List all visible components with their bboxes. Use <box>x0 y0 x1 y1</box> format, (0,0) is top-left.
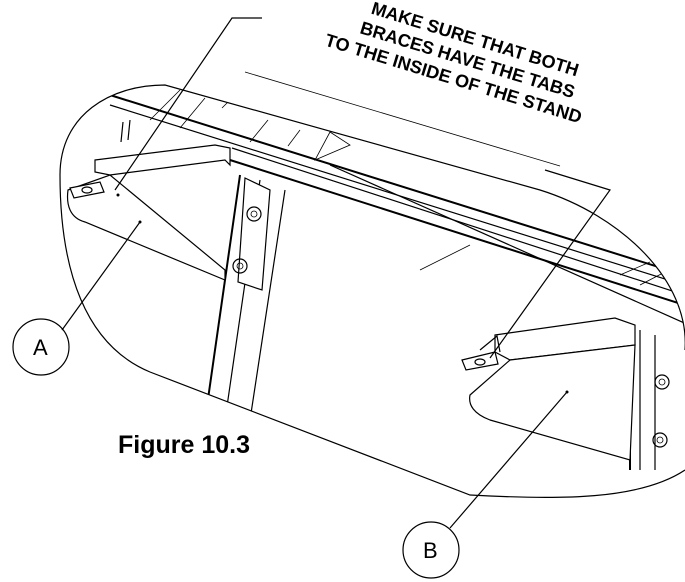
label-a: A <box>12 221 141 376</box>
callout-rule <box>244 71 561 167</box>
left-leg <box>204 174 241 421</box>
detail-view-outline-bottom <box>59 174 685 499</box>
callout-note: MAKE SURE THAT BOTH BRACES HAVE THE TABS… <box>323 0 585 127</box>
callout-leader-left <box>114 17 262 191</box>
figure-caption: Figure 10.3 <box>118 431 250 459</box>
svg-text:A: A <box>33 335 48 360</box>
callout-leader-right <box>489 169 611 359</box>
detail-view-outline <box>59 84 685 350</box>
bolt-lower <box>232 258 248 274</box>
brace-b <box>461 317 636 461</box>
bolt-upper <box>246 206 262 222</box>
label-b: B <box>402 391 568 579</box>
svg-text:B: B <box>423 538 438 563</box>
stand-drawing <box>66 89 685 470</box>
brace-a <box>66 144 231 281</box>
top-rail <box>109 94 685 281</box>
